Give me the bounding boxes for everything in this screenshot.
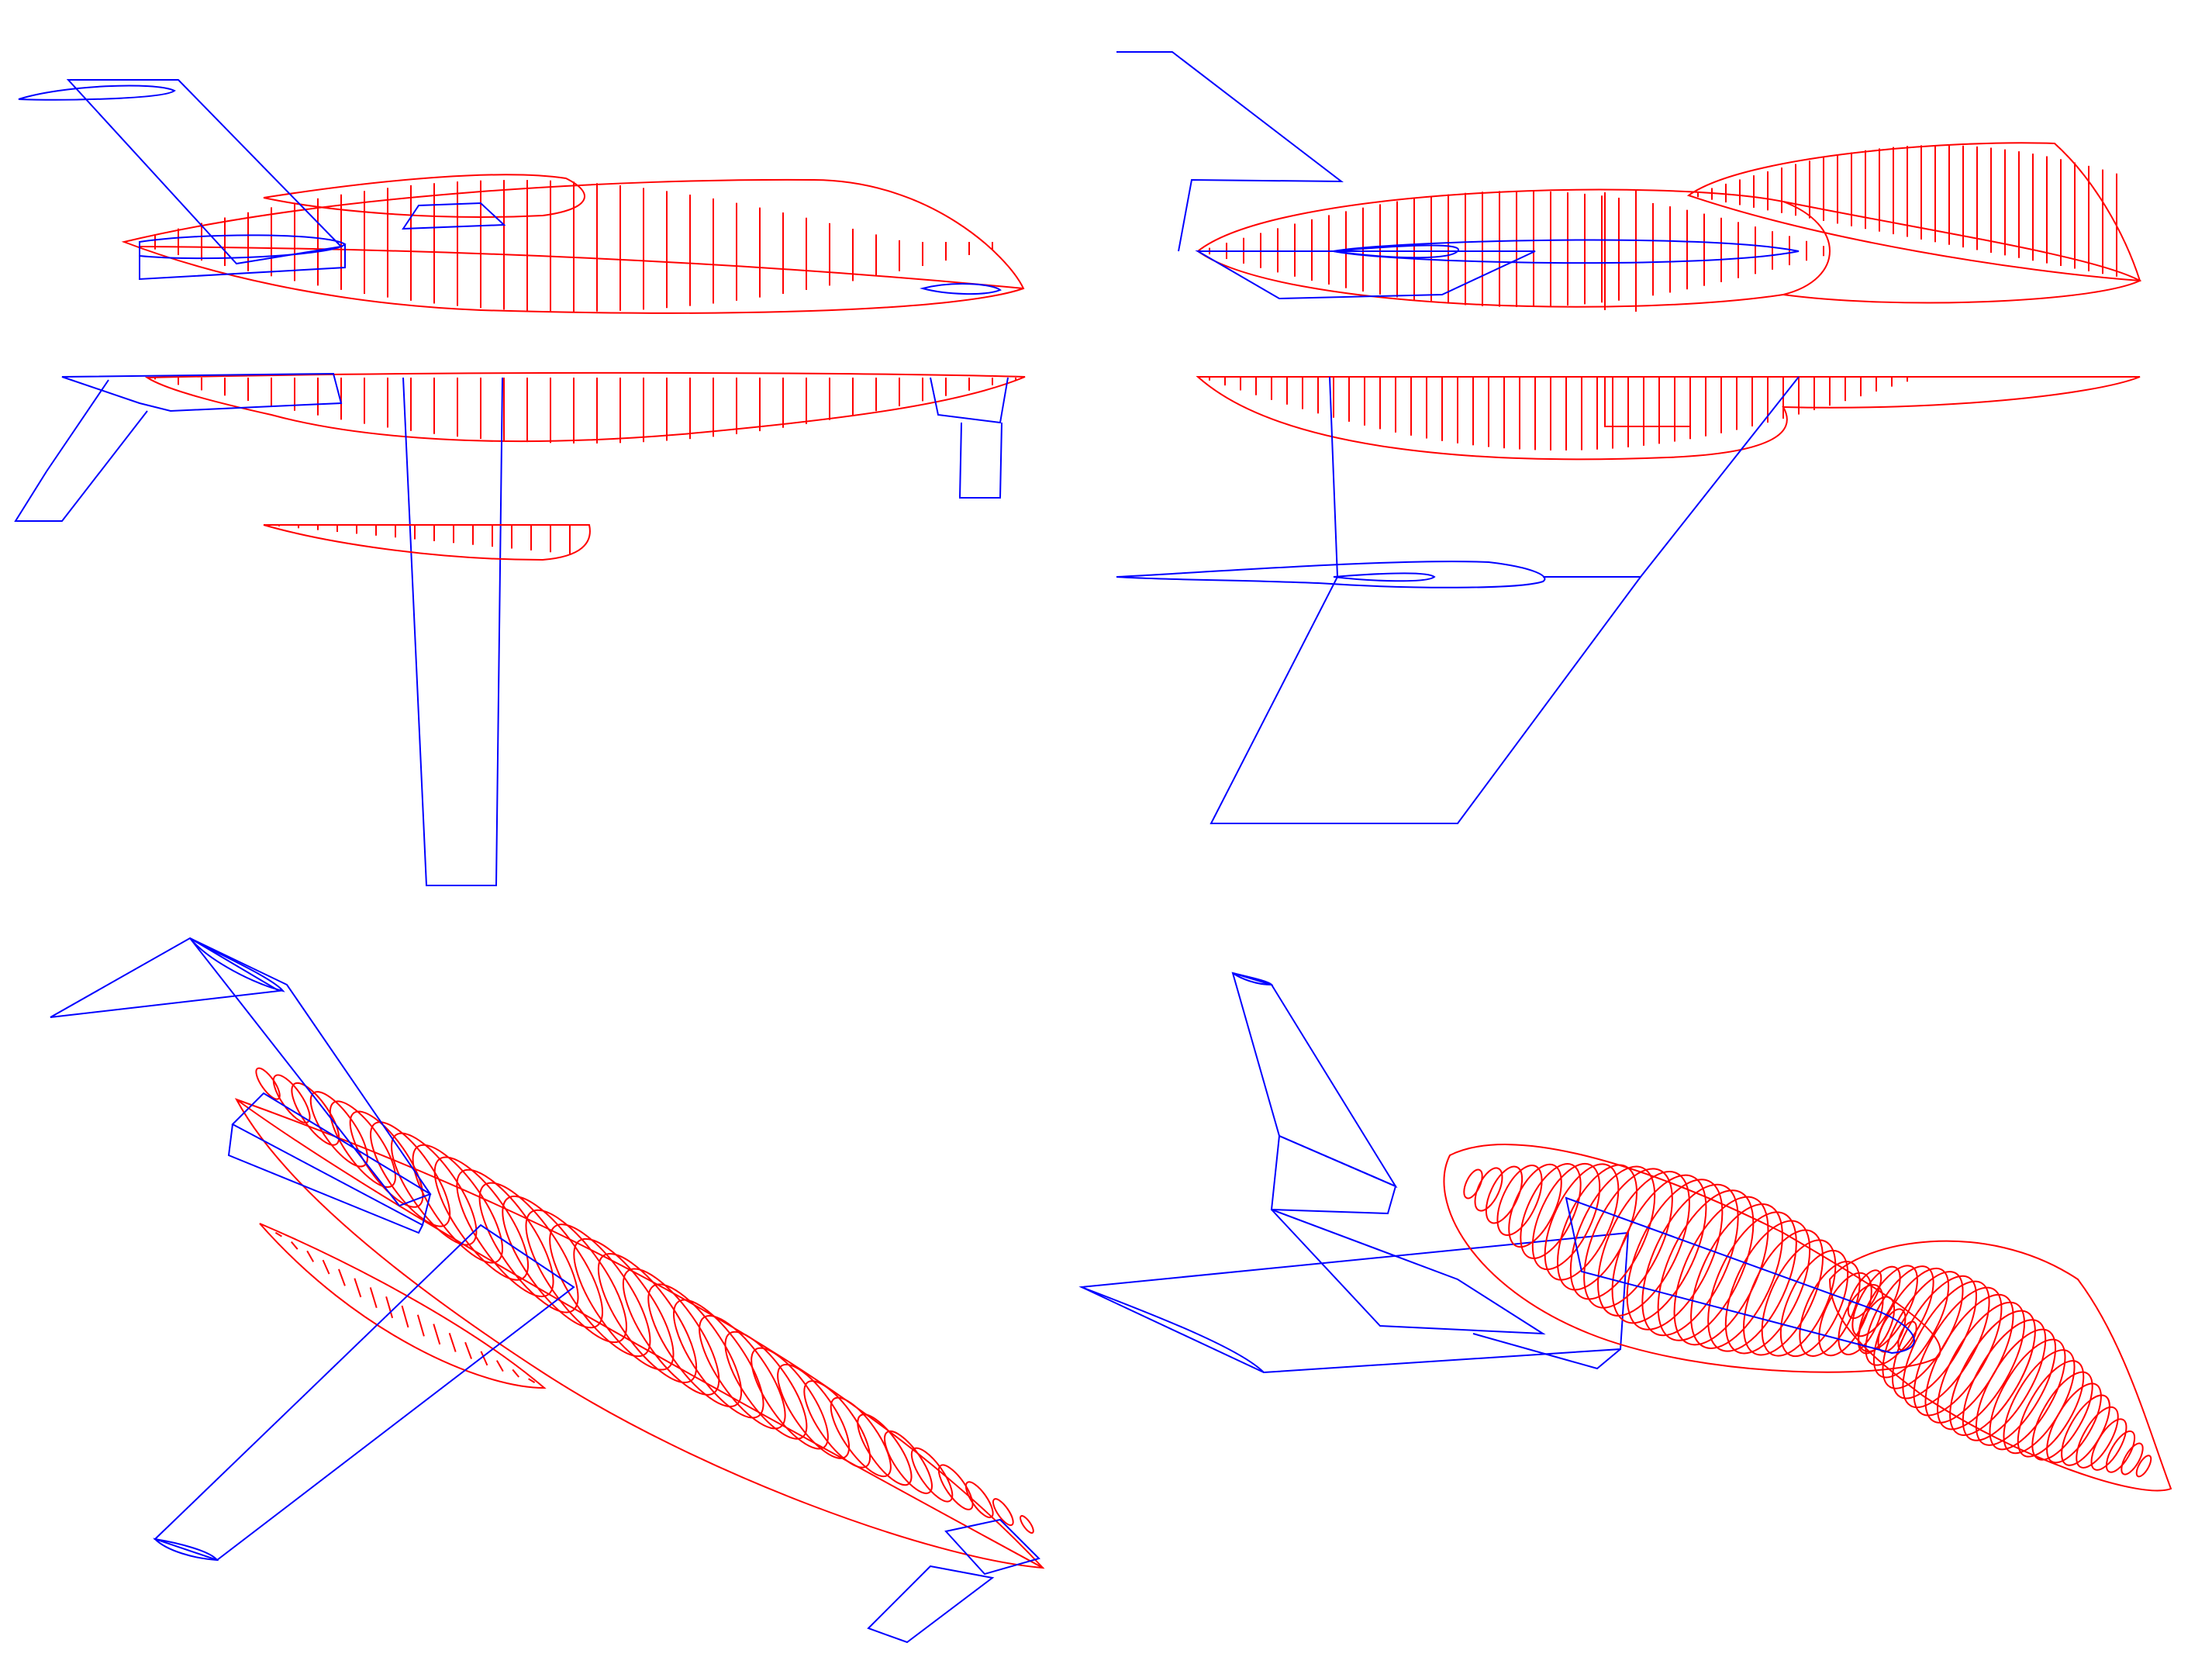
vertical-tail-rear-iso [1231,972,1398,1215]
vertical-tail-top [1116,51,1344,252]
engine-isometric [227,1092,432,1234]
nose-gear-isometric [867,1518,1040,1644]
nose-fairing-side [922,283,1002,295]
fuselage-side [121,178,1025,314]
nose-strut-front [930,377,1009,499]
panel-rear-isometric-view [1078,972,2172,1492]
canopy-side [263,174,585,230]
panel-top-view [1116,51,2142,824]
nacelle-top [1195,239,1800,300]
fuselage-isometric [234,1067,1045,1569]
wing-isometric [153,1224,575,1562]
engine-nacelle-side [139,234,347,281]
canopy-top [1686,142,2141,282]
fuselage-front [144,371,1026,444]
horizontal-tail-front [14,372,343,522]
panel-side-view [14,79,1026,886]
vertical-tail-isometric [50,937,432,1207]
fin-isometric [259,1223,547,1389]
wing-front [402,377,503,886]
canopy-rear-iso [1828,1240,2172,1492]
fuselage-top [1196,188,1831,308]
nose-top [1604,190,2142,312]
nacelle-rear-iso [1565,1196,1915,1355]
panel-isometric-view [50,937,1045,1644]
wing-plan [1116,376,1800,824]
horizontal-tail-rear-iso [1078,1209,1630,1374]
fuselage-rear-iso [1443,1144,1941,1373]
tail-fin-section-front [263,524,591,561]
fuselage-plan [1196,376,2141,461]
